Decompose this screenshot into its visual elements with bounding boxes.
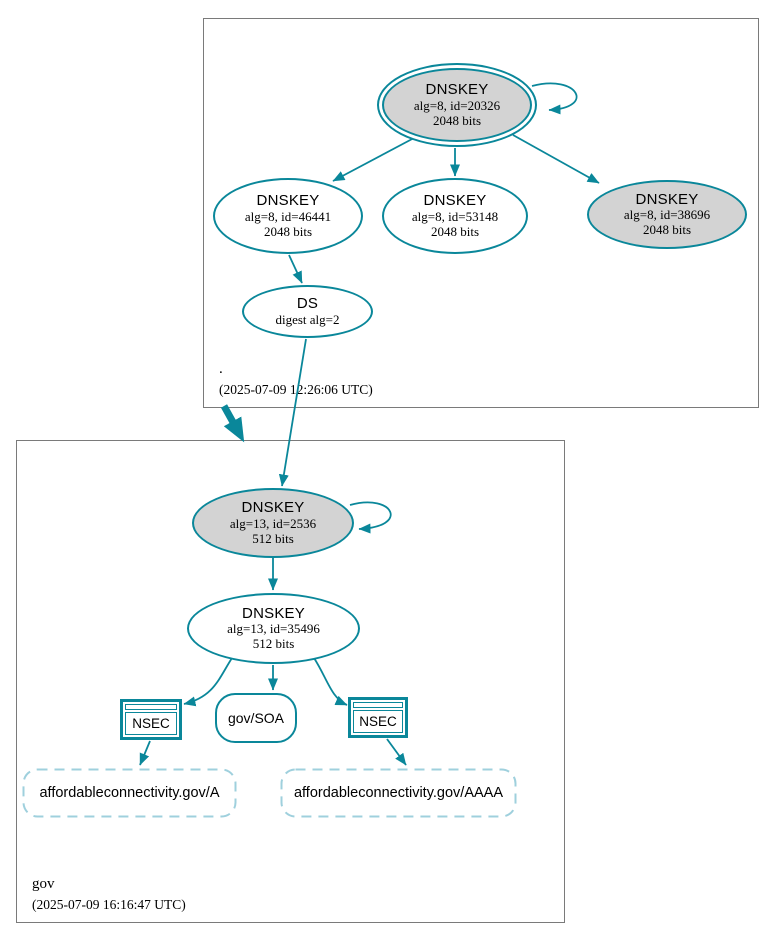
dnskey-ksk-root-inner-ring: DNSKEY alg=8, id=20326 2048 bits (382, 68, 532, 142)
dnskey-node-ksk-root-20326[interactable]: DNSKEY alg=8, id=20326 2048 bits (377, 63, 537, 147)
dashed-outline (280, 768, 517, 818)
nsec-label: NSEC (353, 710, 403, 733)
dnskey-node-zsk-gov-35496[interactable]: DNSKEY alg=13, id=35496 512 bits (187, 593, 360, 664)
edge-nsec-to-rrset-aaaa (386, 738, 407, 766)
nsec-label: NSEC (125, 712, 177, 735)
node-detail: 2048 bits (432, 112, 482, 128)
node-detail: alg=8, id=20326 (413, 97, 501, 113)
edge-ksk-root-to-zsk-46441 (332, 137, 415, 182)
zone-box-gov: gov (2025-07-09 16:16:47 UTC) (16, 440, 565, 923)
node-detail: alg=8, id=53148 (411, 208, 499, 224)
node-detail: 2048 bits (263, 223, 313, 239)
dashed-outline (22, 768, 237, 818)
dnskey-node-ksk-root-38696[interactable]: DNSKEY alg=8, id=38696 2048 bits (587, 180, 747, 249)
node-title: DNSKEY (241, 499, 305, 517)
rrset-node-gov-soa[interactable]: gov/SOA (215, 693, 297, 743)
nsec-node-aaaa[interactable]: NSEC (348, 697, 408, 738)
node-detail: alg=8, id=38696 (623, 207, 711, 223)
nsec-band (353, 702, 403, 708)
soa-label: gov/SOA (227, 710, 285, 726)
node-detail: 2048 bits (430, 223, 480, 239)
node-detail: 512 bits (252, 636, 295, 652)
zone-name-root: . (219, 361, 223, 377)
ds-node-root[interactable]: DS digest alg=2 (242, 285, 373, 338)
edge-zsk-gov-to-nsec-aaaa (313, 657, 348, 706)
zone-timestamp-root: (2025-07-09 12:26:06 UTC) (219, 381, 373, 397)
nsec-node-a[interactable]: NSEC (120, 699, 182, 740)
edge-ksk-gov-selfsign (349, 501, 392, 534)
rrset-node-affordableconnectivity-a[interactable]: affordableconnectivity.gov/A (22, 768, 237, 818)
node-title: DNSKEY (256, 192, 320, 210)
node-title: DNSKEY (425, 81, 489, 99)
rrset-label: affordableconnectivity.gov/A (39, 785, 220, 801)
node-detail: alg=13, id=2536 (229, 515, 317, 531)
zone-timestamp-gov: (2025-07-09 16:16:47 UTC) (32, 896, 186, 912)
zone-name-gov: gov (32, 876, 55, 892)
rrset-label: affordableconnectivity.gov/AAAA (293, 785, 504, 801)
node-title: DNSKEY (423, 192, 487, 210)
node-detail: 2048 bits (642, 222, 692, 238)
rrset-node-affordableconnectivity-aaaa[interactable]: affordableconnectivity.gov/AAAA (280, 768, 517, 818)
node-detail: digest alg=2 (275, 311, 340, 327)
dnskey-node-zsk-root-53148[interactable]: DNSKEY alg=8, id=53148 2048 bits (382, 178, 528, 254)
nsec-band (125, 704, 177, 710)
edge-zsk-46441-to-ds (288, 254, 303, 284)
edge-zsk-gov-to-nsec-a (183, 657, 233, 707)
node-detail: alg=8, id=46441 (244, 208, 332, 224)
edge-delegation-root-to-gov (220, 404, 245, 443)
node-title: DNSKEY (242, 604, 305, 622)
edge-ksk-root-to-ksk-38696 (512, 134, 600, 184)
node-detail: 512 bits (252, 530, 294, 546)
node-title: DNSKEY (635, 190, 699, 208)
edge-ksk-root-selfsign (531, 82, 578, 115)
node-detail: alg=13, id=35496 (227, 621, 320, 637)
edge-nsec-to-rrset-a (139, 740, 151, 766)
edge-ds-to-ksk-gov (278, 338, 307, 487)
node-title: DS (296, 295, 319, 313)
dnskey-node-ksk-gov-2536[interactable]: DNSKEY alg=13, id=2536 512 bits (192, 488, 354, 558)
dnskey-node-zsk-root-46441[interactable]: DNSKEY alg=8, id=46441 2048 bits (213, 178, 363, 254)
